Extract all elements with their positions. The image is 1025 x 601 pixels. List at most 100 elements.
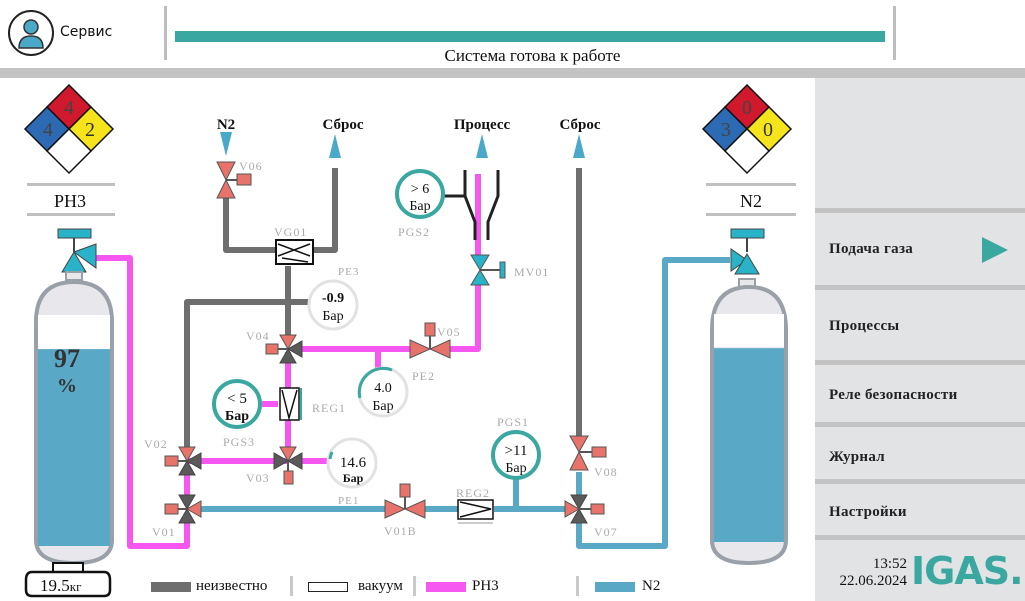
gauge-pgs1-label: PGS1 [497, 415, 529, 429]
valve-label: V06 [239, 159, 263, 173]
gauge-pe3-value: -0.9 [322, 291, 344, 306]
legend-divider [290, 576, 293, 596]
tank-left [34, 271, 114, 573]
header-divider [164, 6, 167, 60]
sidebar-item-processes[interactable]: Процессы [815, 285, 1025, 360]
system-status: Система готова к работе [444, 46, 621, 65]
gas-schematic: 4 4 2 0 3 0 PH3 N2 [23, 83, 796, 598]
hazard-right-health: 3 [721, 119, 731, 141]
sidebar-item-label: Журнал [829, 449, 886, 465]
n2-inlet-arrow-icon [220, 132, 232, 156]
vent-label: Сброс [559, 117, 600, 133]
gauge-pe3-unit: Бар [322, 309, 343, 324]
sidebar-item-label: Подача газа [829, 241, 914, 257]
gauge-pgs1-value: >11 [505, 443, 528, 459]
regulator-reg1[interactable] [279, 387, 302, 421]
gauge-pgs3-unit: Бар [225, 409, 249, 424]
hazard-right-flammability: 0 [742, 97, 752, 119]
valve-v06[interactable] [216, 161, 252, 199]
gauge-pe1-label: PE1 [338, 495, 359, 507]
process-arrow-icon [476, 134, 488, 158]
valve-label: V03 [246, 471, 270, 485]
valve-label: V04 [246, 329, 270, 343]
divider [706, 213, 796, 216]
tank-left-name: PH3 [54, 191, 86, 211]
pipes-unknown [184, 168, 582, 448]
hazard-left-health: 4 [43, 119, 53, 141]
legend-divider [413, 576, 416, 596]
legend-label-vacuum: вакуум [358, 578, 403, 594]
gauge-pe3 [307, 279, 359, 331]
user-icon [18, 19, 44, 49]
gauge-pgs2 [395, 169, 445, 219]
scale-display [24, 570, 112, 598]
gauge-pgs3-value: < 5 [227, 391, 247, 407]
tank-left-percent: 97 [54, 344, 80, 373]
clock: 13:52 22.06.2024 [815, 556, 908, 590]
valve-label: V05 [437, 325, 461, 339]
valve-v01[interactable] [164, 494, 202, 524]
pipes-n2 [198, 257, 730, 549]
tank-right-name: N2 [740, 191, 762, 211]
sidebar-item-label: Настройки [829, 504, 907, 520]
process-label: Процесс [454, 117, 511, 133]
weight-unit: кг [70, 579, 82, 594]
legend-swatch-vacuum [308, 582, 348, 592]
tank-right [710, 278, 788, 566]
valve-v05[interactable] [409, 322, 451, 359]
valve-label: V01 [152, 525, 176, 539]
legend-label-ph3: PH3 [472, 578, 499, 594]
gauge-pgs2-label: PGS2 [398, 225, 430, 239]
sidebar: Подача газа Процессы Реле безопасности Ж… [815, 78, 1025, 601]
gauge-pe1-unit: Бар [343, 471, 364, 485]
legend-divider [576, 576, 579, 596]
valve-v04[interactable] [265, 334, 303, 364]
cylinder-valve-right[interactable] [730, 228, 765, 275]
valve-label: V07 [594, 525, 618, 539]
valve-label: V02 [144, 437, 168, 451]
user-button[interactable] [8, 10, 54, 56]
sidebar-item-log[interactable]: Журнал [815, 422, 1025, 479]
regulator-reg2[interactable] [457, 499, 494, 524]
valve-label: V01B [384, 524, 417, 538]
vent-label: Сброс [322, 117, 363, 133]
igas-logo: IGAS. [911, 549, 1024, 593]
clock-time: 13:52 [872, 556, 907, 572]
valve-v07[interactable] [564, 494, 605, 524]
gauge-pe2-label: PE2 [412, 369, 435, 383]
sidebar-item-safety-relay[interactable]: Реле безопасности [815, 360, 1025, 422]
valve-v08[interactable] [569, 435, 607, 471]
valve-mv01[interactable] [470, 254, 506, 286]
hazard-right-reactivity: 0 [763, 119, 773, 141]
divider [706, 183, 796, 186]
sidebar-item-label: Реле безопасности [829, 387, 958, 403]
valve-v01b[interactable] [384, 483, 426, 519]
legend-label-n2: N2 [642, 578, 661, 594]
legend-swatch-n2 [595, 582, 635, 592]
valve-v03[interactable] [273, 446, 303, 485]
hazard-diamond-right [701, 83, 793, 175]
gauge-pe3-label: PE3 [338, 266, 359, 278]
tank-left-fill [38, 349, 110, 546]
n2-inlet-label: N2 [217, 117, 235, 133]
divider [27, 183, 115, 186]
clock-date: 22.06.2024 [839, 573, 908, 589]
vacuum-generator-vg01[interactable] [275, 239, 314, 265]
gauge-pe2-unit: Бар [372, 399, 393, 414]
legend-swatch-unknown [151, 582, 191, 592]
header-divider [893, 6, 896, 60]
process-funnel [444, 170, 500, 240]
header-bottom-bar [0, 68, 1025, 78]
cylinder-valve-left[interactable] [57, 228, 97, 273]
weight-readout: 19.5кг [40, 576, 81, 595]
hazard-diamond-left [23, 83, 115, 175]
gauge-pgs2-value: > 6 [411, 182, 429, 197]
valve-label: MV01 [514, 265, 549, 279]
user-label: Сервис [60, 24, 113, 40]
sidebar-item-gas-supply[interactable]: Подача газа [815, 208, 1025, 285]
sidebar-item-settings[interactable]: Настройки [815, 479, 1025, 535]
gauge-pe2 [357, 366, 409, 418]
valve-v02[interactable] [164, 446, 202, 476]
gauge-pe1 [326, 437, 378, 489]
valve-label: V08 [594, 465, 618, 479]
